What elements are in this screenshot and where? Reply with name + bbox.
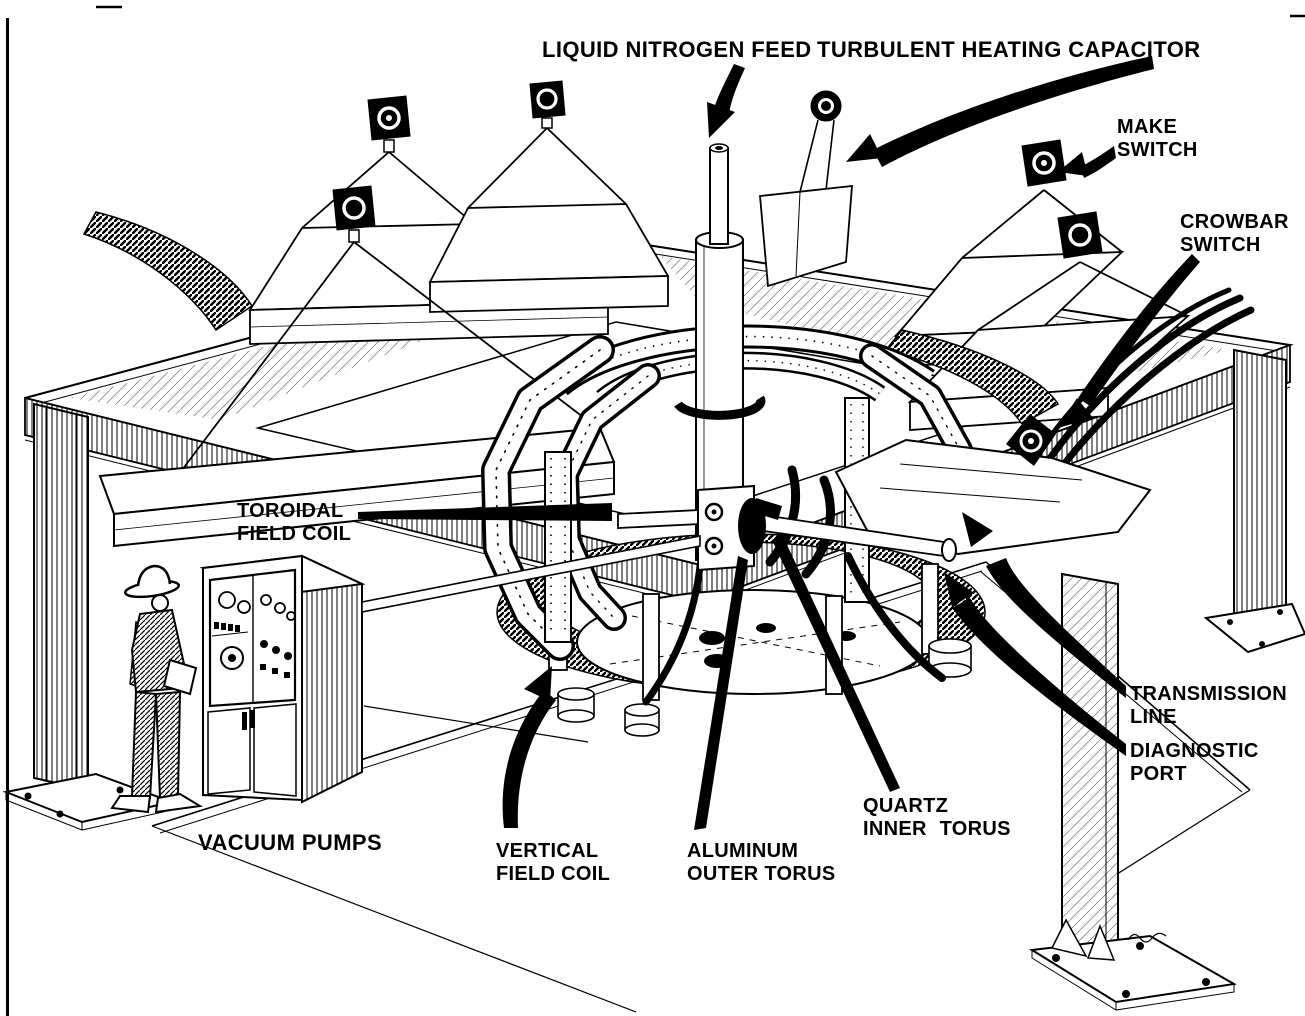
label-vertical-field-coil-line2: FIELD COIL (496, 863, 610, 885)
liquid-nitrogen-feed-arrow (707, 64, 745, 138)
notebook (162, 658, 198, 696)
label-transmission-line-line2: LINE (1130, 706, 1177, 728)
label-make-switch-line1: MAKE (1117, 116, 1177, 138)
label-quartz-inner-torus-line2: INNER TORUS (863, 818, 1011, 840)
label-liquid-nitrogen-feed: LIQUID NITROGEN FEED (542, 37, 812, 62)
coil-ring-back-left (82, 211, 254, 332)
column-collar (674, 395, 766, 420)
insulator-terminal-icon (1057, 211, 1103, 259)
labels: LIQUID NITROGEN FEED TURBULENT HEATING C… (198, 37, 1289, 885)
gauge-dials (218, 591, 296, 670)
label-quartz-inner-torus-line1: QUARTZ (863, 795, 948, 817)
make-switch-device (1021, 139, 1067, 187)
transmission-line-plates (834, 438, 1152, 556)
cabinet-door (207, 707, 251, 795)
capacitor-bank-3 (759, 90, 853, 288)
operator-figure (110, 564, 203, 814)
crowbar-switch-arrow (1058, 254, 1200, 428)
artist-signature-squiggle (1127, 932, 1167, 943)
turbulent-heating-capacitor-arrow (846, 56, 1154, 167)
scan-border-marks (6, 5, 1305, 1016)
toroidal-field-coil-arrow (358, 503, 612, 521)
crowbar-switch-device (1006, 414, 1056, 466)
liquid-nitrogen-feed-tube (709, 143, 729, 245)
label-transmission-line-line1: TRANSMISSION (1130, 683, 1287, 705)
label-turbulent-heating-capacitor: TURBULENT HEATING CAPACITOR (817, 37, 1201, 62)
label-crowbar-switch-line2: SWITCH (1180, 234, 1261, 256)
capacitor-bank-2 (428, 80, 670, 313)
vacuum-pump-cabinet (199, 554, 366, 804)
transmission-line-arrow (962, 512, 1126, 698)
vacuum-line-pipe (361, 535, 701, 743)
insulator-terminal-icon (529, 80, 566, 119)
insulator-terminal-icon (810, 90, 842, 122)
vertical-field-coil-arrow (502, 666, 556, 828)
diagnostic-port-arrow (944, 572, 1126, 756)
right-support-leg (1203, 348, 1305, 654)
control-knobs (214, 622, 292, 678)
label-aluminum-outer-torus-line2: OUTER TORUS (687, 863, 836, 885)
label-crowbar-switch-line1: CROWBAR (1180, 211, 1289, 233)
label-diagnostic-port-line2: PORT (1130, 763, 1187, 785)
aluminum-outer-torus-leader (694, 556, 748, 830)
make-switch-arrow (1058, 146, 1116, 178)
label-toroidal-field-coil-line1: TOROIDAL (237, 500, 343, 522)
quartz-inner-torus-leader (772, 534, 900, 792)
center-hub (697, 484, 782, 572)
label-vertical-field-coil-line1: VERTICAL (496, 840, 598, 862)
label-make-switch-line2: SWITCH (1117, 139, 1198, 161)
label-diagnostic-port-line1: DIAGNOSTIC (1130, 740, 1259, 762)
label-toroidal-field-coil-line2: FIELD COIL (237, 523, 351, 545)
insulator-terminal-icon (332, 185, 376, 231)
cabinet-door (253, 703, 297, 797)
label-vacuum-pumps: VACUUM PUMPS (198, 830, 382, 855)
diagnostic-rod (617, 509, 957, 562)
coil-ring-back-right (884, 329, 1060, 425)
leader-arrows (358, 56, 1200, 830)
cowboy-hat-icon (123, 564, 181, 599)
label-aluminum-outer-torus-line1: ALUMINUM (687, 840, 798, 862)
